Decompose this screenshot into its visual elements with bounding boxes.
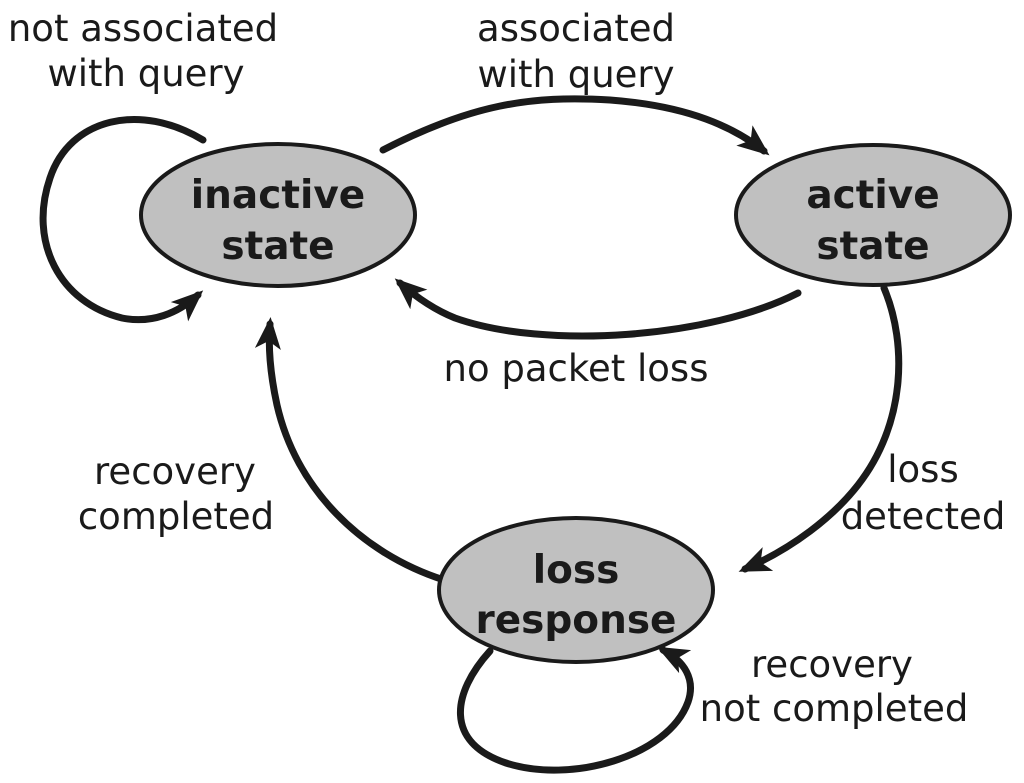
transition-arrow-associated-with-query	[379, 95, 770, 156]
state-label-active-line2: state	[816, 224, 929, 269]
state-ellipse-active	[734, 143, 1012, 287]
edge-label-recovery-not-completed: recovery not completed	[700, 643, 969, 730]
state-label-inactive-line2: state	[221, 224, 334, 269]
edge-label-text: not associated	[8, 7, 278, 50]
edge-label-text: no packet loss	[444, 347, 709, 390]
edge-label-loss-detected: loss detected	[841, 448, 1006, 538]
state-label-loss-response-line2: response	[475, 598, 676, 643]
state-ellipse-loss-response	[437, 516, 715, 664]
transition-arrow-no-packet-loss	[394, 278, 802, 340]
edge-label-text: detected	[841, 495, 1006, 538]
edge-label-text: recovery	[751, 643, 913, 686]
state-node-loss-response: loss response	[437, 516, 715, 664]
state-node-inactive: inactive state	[139, 142, 417, 288]
transition-arrow-loss-detected	[738, 284, 903, 573]
state-label-active-line1: active	[806, 173, 939, 218]
state-node-active: active state	[734, 143, 1012, 287]
edge-label-text: loss	[887, 448, 958, 491]
edge-label-no-packet-loss: no packet loss	[444, 347, 709, 390]
edge-label-associated-with-query: associated with query	[477, 7, 675, 96]
transition-arrow-recovery-not-completed	[457, 646, 694, 774]
state-label-loss-response-line1: loss	[533, 548, 620, 593]
edge-label-text: not completed	[700, 687, 969, 730]
edge-label-text: completed	[78, 495, 274, 538]
edge-label-text: recovery	[94, 450, 256, 493]
state-ellipse-inactive	[139, 142, 417, 288]
edge-label-not-associated-with-query: not associated with query	[8, 7, 278, 95]
transition-arrow-not-associated-with-query	[39, 116, 207, 324]
edge-label-recovery-completed: recovery completed	[78, 450, 274, 538]
edge-label-text: with query	[47, 52, 244, 95]
transition-arrow-recovery-completed	[254, 317, 448, 584]
edge-label-text: associated	[477, 7, 675, 50]
state-label-inactive-line1: inactive	[191, 173, 365, 218]
edge-label-text: with query	[477, 53, 674, 96]
